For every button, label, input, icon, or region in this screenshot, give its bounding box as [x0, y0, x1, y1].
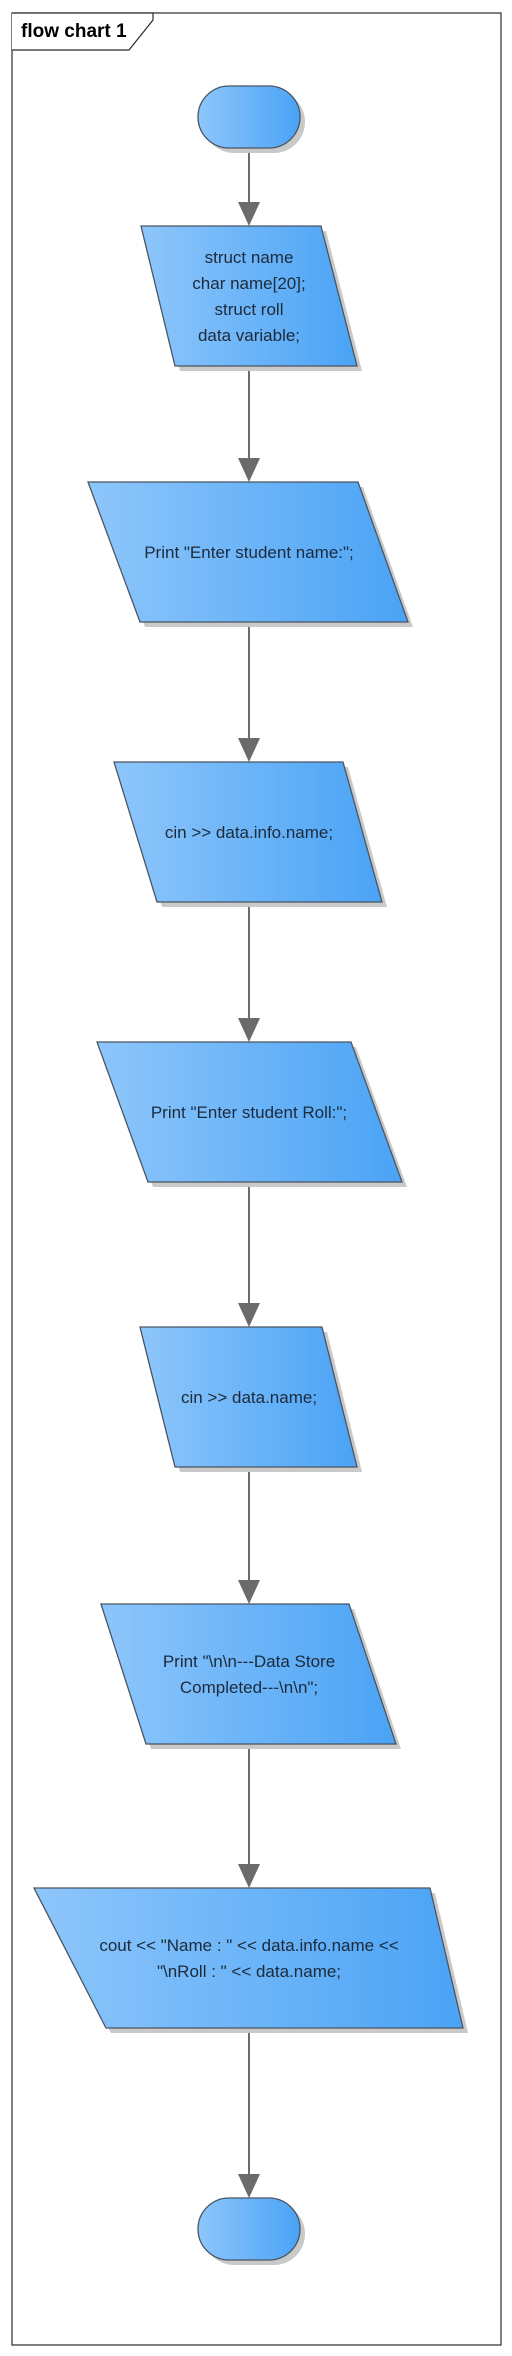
io-parallelogram-shape	[100, 1603, 397, 1745]
arrowhead-end	[238, 2174, 260, 2198]
node-label-line: Print "Enter student name:";	[144, 543, 354, 562]
node-output-result: cout << "Name : " << data.info.name << "\…	[32, 1887, 468, 2033]
node-label-line: data variable;	[198, 326, 300, 345]
start-terminal-shape	[197, 85, 301, 149]
node-label-line: "\nRoll : " << data.name;	[157, 1962, 341, 1981]
node-label-line: cin >> data.name;	[181, 1388, 317, 1407]
node-input-roll: cin >> data.name;	[139, 1326, 362, 1472]
title-tab	[12, 12, 154, 51]
diagram-title: flow chart 1	[21, 21, 127, 42]
node-label-line: Completed---\n\n";	[180, 1678, 318, 1697]
arrowhead-input-name	[238, 738, 260, 762]
node-end	[197, 2197, 305, 2265]
nodes: struct name char name[20]; struct roll data…	[32, 85, 468, 2265]
diagram-frame	[11, 12, 502, 2346]
io-parallelogram-shape	[113, 761, 383, 903]
io-parallelogram-shape	[96, 1041, 403, 1183]
node-input-name: cin >> data.info.name;	[113, 761, 387, 907]
node-start	[197, 85, 305, 153]
arrowhead-print-enter-name	[238, 458, 260, 482]
io-parallelogram-shape	[87, 481, 409, 623]
node-label-line: struct roll	[215, 300, 284, 319]
arrowhead-print-completed	[238, 1580, 260, 1604]
io-parallelogram-shape	[32, 1887, 464, 2029]
node-label-line: cout << "Name : " << data.info.name <<	[99, 1936, 398, 1955]
arrowhead-output-result	[238, 1864, 260, 1888]
node-label-line: cin >> data.info.name;	[165, 823, 333, 842]
io-parallelogram-shape	[140, 225, 358, 367]
node-label-line: Print "Enter student Roll:";	[151, 1103, 347, 1122]
node-declare-struct: struct name char name[20]; struct roll data…	[140, 225, 362, 371]
arrowhead-input-roll	[238, 1303, 260, 1327]
node-print-enter-name: Print "Enter student name:";	[87, 481, 413, 627]
node-label-line: struct name	[205, 248, 294, 267]
node-label-line: Print "\n\n---Data Store	[163, 1652, 335, 1671]
end-terminal-shape	[197, 2197, 301, 2261]
node-label-line: char name[20];	[192, 274, 305, 293]
arrowhead-declare-struct	[238, 202, 260, 226]
io-parallelogram-shape	[139, 1326, 358, 1468]
connectors	[238, 148, 260, 2198]
node-print-completed: Print "\n\n---Data StoreCompleted---\n\n…	[100, 1603, 401, 1749]
node-print-enter-roll: Print "Enter student Roll:";	[96, 1041, 407, 1187]
arrowhead-print-enter-roll	[238, 1018, 260, 1042]
